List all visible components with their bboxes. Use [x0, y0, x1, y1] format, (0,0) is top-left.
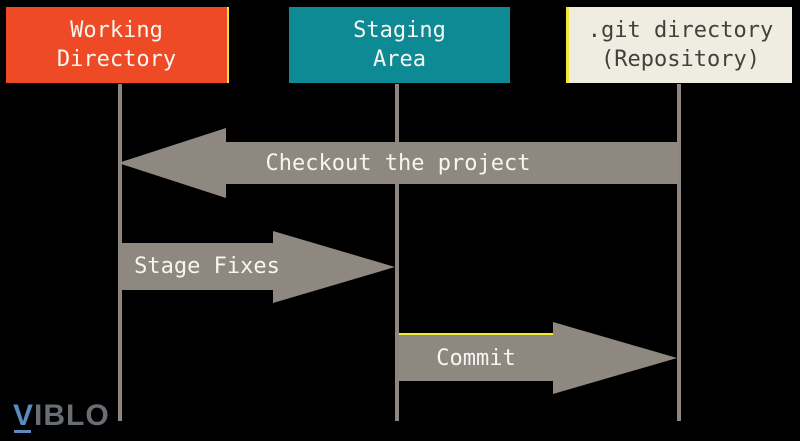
commit-arrow-head-icon [553, 322, 677, 394]
viblo-logo-v: V [13, 399, 35, 432]
staging-area-label-line2: Area [373, 47, 426, 72]
staging-area-label-line1: Staging [353, 18, 446, 43]
git-directory-label-line1: .git directory [587, 18, 774, 43]
viblo-logo-underline [14, 430, 31, 433]
staging-area-lifeline [395, 84, 399, 421]
git-directory-box: .git directory (Repository) [566, 7, 792, 83]
stage-fixes-arrow-label: Stage Fixes [134, 254, 280, 279]
viblo-logo-rest: IBLO [34, 399, 110, 432]
staging-area-box: Staging Area [289, 7, 510, 83]
viblo-logo: VIBLO [13, 399, 110, 433]
working-directory-box: Working Directory [6, 7, 229, 83]
git-directory-lifeline [677, 84, 681, 421]
checkout-arrow-label: Checkout the project [265, 150, 531, 176]
commit-arrow-label: Commit [436, 345, 516, 371]
checkout-arrow-body [226, 142, 678, 184]
git-directory-label-line2: (Repository) [601, 47, 760, 72]
stage-fixes-arrow-body [119, 243, 273, 290]
working-directory-label-line2: Directory [56, 47, 177, 72]
stage-fixes-arrow-head-icon [273, 231, 395, 303]
working-directory-label-line1: Working [70, 18, 163, 43]
checkout-arrow-head-icon [118, 128, 226, 198]
commit-arrow-body [399, 333, 553, 381]
